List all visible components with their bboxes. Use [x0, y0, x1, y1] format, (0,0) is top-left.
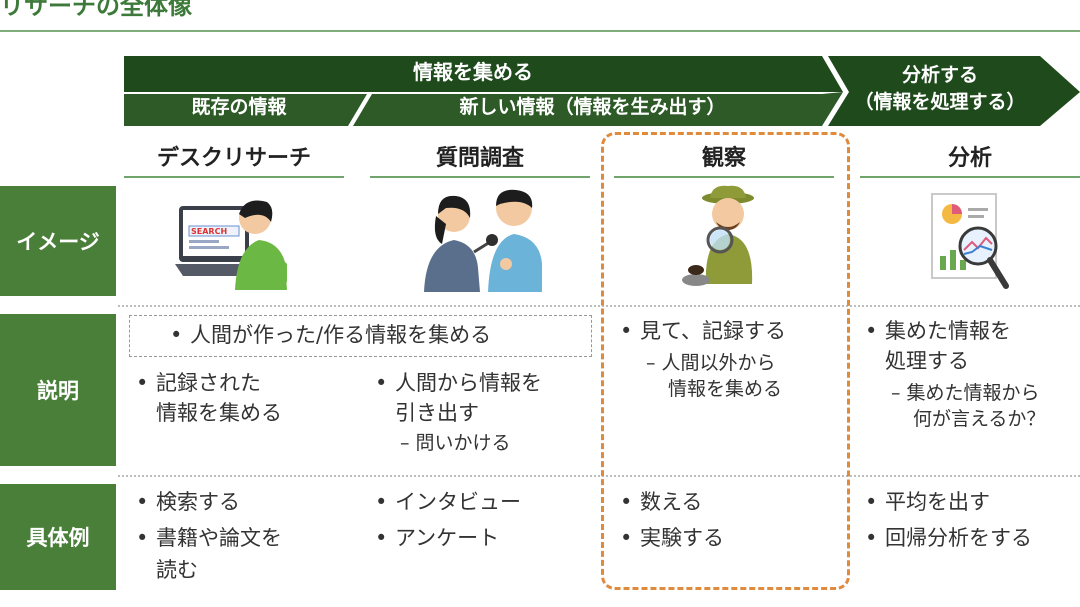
survey-explanation: •人間から情報を 引き出す — [375, 371, 542, 425]
analysis-illustration — [931, 193, 1009, 289]
col-header-desk: デスクリサーチ — [156, 146, 311, 171]
row-divider-2 — [118, 475, 1080, 477]
category-banner — [124, 56, 1080, 126]
survey-examples: •インタビュー •アンケート — [375, 490, 521, 550]
desk-explanation: •記録された 情報を集める — [136, 371, 282, 425]
gather-arrow — [124, 56, 843, 92]
row-label-explanation: 説明 — [0, 314, 116, 466]
shared-explanation: •人間が作った/作る情報を集める — [170, 323, 492, 347]
analyze-arrow — [828, 56, 1080, 126]
observation-highlight — [601, 132, 850, 590]
observe-examples: •数える •実験する — [620, 490, 724, 550]
analysis-explanation-sub: – 集めた情報から 何が言えるか？ — [891, 382, 1046, 430]
gather-label: 情報を集める — [413, 60, 533, 84]
col-rule-observe — [614, 176, 834, 178]
search-screen-text: SEARCH — [191, 227, 227, 236]
col-rule-analysis — [860, 176, 1080, 178]
new-info-arrow — [353, 92, 843, 126]
desk-examples: •検索する •書籍や論文を 読む — [136, 490, 282, 582]
observe-explanation-sub: – 人間以外から 情報を集める — [646, 352, 783, 400]
existing-label: 既存の情報 — [191, 96, 287, 118]
col-header-survey: 質問調査 — [435, 146, 524, 171]
col-rule-desk — [124, 176, 344, 178]
page-title: リサーチの全体像 — [0, 0, 192, 20]
survey-illustration — [424, 189, 542, 292]
desk-research-illustration: SEARCH — [175, 200, 287, 290]
observation-illustration — [682, 185, 754, 286]
row-label-image: イメージ — [0, 186, 116, 296]
col-header-observe: 観察 — [701, 146, 746, 171]
new-info-label: 新しい情報（情報を生み出す） — [459, 96, 726, 118]
shared-explanation-box — [129, 315, 592, 357]
observe-explanation: •見て、記録する — [620, 319, 786, 343]
analyze-label-1: 分析する — [901, 64, 978, 86]
survey-explanation-sub: – 問いかける — [400, 432, 511, 454]
col-rule-survey — [370, 176, 590, 178]
analyze-label-2: （情報を処理する） — [854, 91, 1026, 113]
analysis-explanation: •集めた情報を 処理する — [865, 319, 1011, 373]
row-label-examples: 具体例 — [0, 484, 116, 590]
analysis-examples: •平均を出す •回帰分析をする — [865, 490, 1032, 550]
row-divider-1 — [118, 305, 1080, 307]
col-header-analysis: 分析 — [947, 146, 992, 171]
existing-arrow — [124, 94, 367, 126]
title-rule — [0, 30, 1080, 32]
